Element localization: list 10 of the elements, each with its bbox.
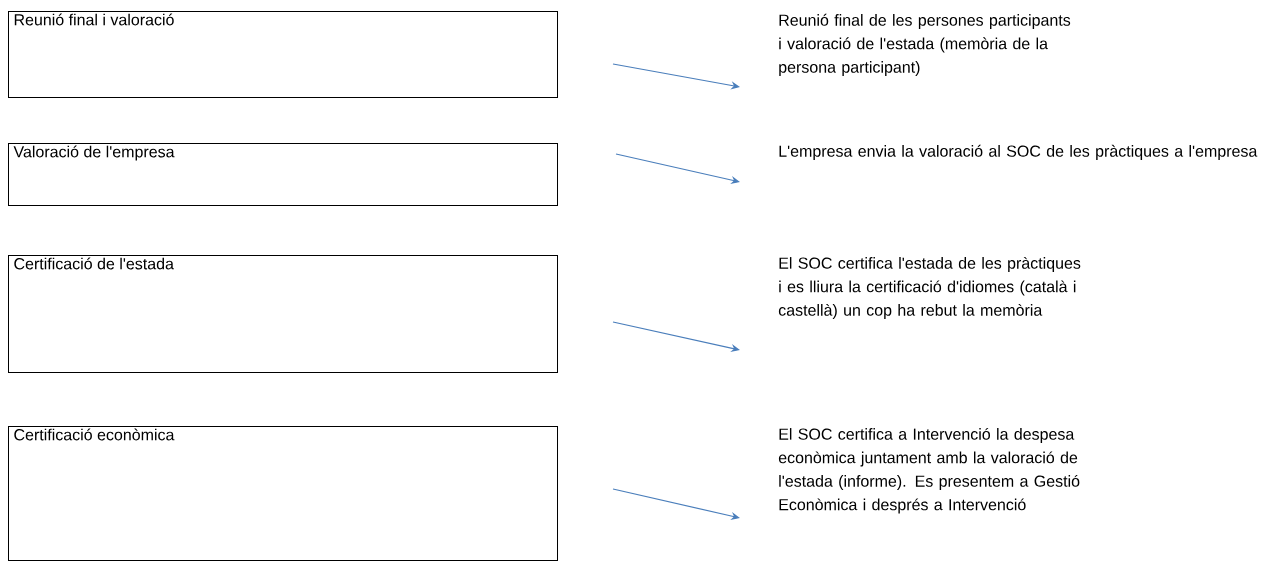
step-description: Reunió final de les persones participants i valoració de l'estada (memòria de la persona participant) xyxy=(779,13,1071,76)
step-box: Valoració de l'empresa xyxy=(8,143,558,206)
step-box: Certificació econòmica xyxy=(8,426,558,561)
step-description: El SOC certifica a Intervenció la despesa econòmica juntament amb la valoració de l'estada (informe). Es presentem a Gestió Econòmica i després a Intervenció xyxy=(778,427,1080,514)
step-description: El SOC certifica l'estada de les pràctiques i es lliura la certificació d'idiomes (català i castellà) un cop ha rebut la memòria xyxy=(778,256,1081,319)
arrow xyxy=(612,488,740,520)
step-description: L'empresa envia la valoració al SOC de les pràctiques a l'empresa xyxy=(779,144,1258,160)
step-box: Certificació de l'estada xyxy=(8,255,558,373)
step-box: Reunió final i valoració xyxy=(8,11,558,98)
arrow xyxy=(615,153,740,184)
